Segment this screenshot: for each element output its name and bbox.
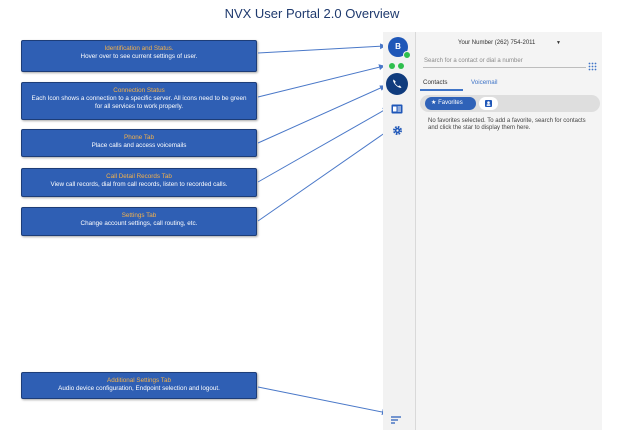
search-underline: [423, 67, 586, 68]
callout-desc: Change account settings, call routing, e…: [80, 220, 198, 227]
portal-main-panel: [416, 32, 602, 430]
active-tab-indicator: [420, 89, 463, 91]
phone-tab[interactable]: [386, 73, 408, 95]
arrow-cdr: [257, 107, 389, 183]
call-records-tab[interactable]: [391, 101, 403, 119]
arrow-phone: [257, 85, 386, 144]
search-input[interactable]: Search for a contact or dial a number: [424, 58, 523, 64]
contact-card-icon: [485, 100, 492, 107]
portal-sidebar: [383, 32, 416, 430]
favorites-label: Favorites: [438, 100, 463, 106]
arrow-connection: [257, 64, 385, 98]
callout-phone-tab: Phone Tab Place calls and access voicema…: [21, 129, 257, 157]
tab-voicemail[interactable]: Voicemail: [471, 79, 498, 86]
menu-icon: [391, 416, 401, 424]
callout-title: Additional Settings Tab: [107, 377, 171, 384]
phone-icon: [393, 79, 402, 88]
callout-desc: Each Icon shows a connection to a specif…: [31, 95, 247, 110]
callout-identification: Identification and Status. Hover over to…: [21, 40, 257, 72]
callout-cdr-tab: Call Detail Records Tab View call record…: [21, 168, 257, 197]
status-dot: [403, 51, 411, 59]
page-title: NVX User Portal 2.0 Overview: [224, 6, 400, 21]
callout-additional-settings: Additional Settings Tab Audio device con…: [21, 372, 257, 399]
callout-title: Settings Tab: [121, 212, 157, 219]
callout-title: Call Detail Records Tab: [106, 173, 172, 180]
gear-icon: [392, 125, 403, 136]
arrow-settings: [257, 129, 390, 222]
callout-connection-status: Connection Status Each Icon shows a conn…: [21, 82, 257, 120]
arrow-additional: [257, 386, 388, 415]
additional-settings-tab[interactable]: [391, 411, 402, 429]
callout-settings-tab: Settings Tab Change account settings, ca…: [21, 207, 257, 236]
callout-desc: Hover over to see current settings of us…: [80, 53, 198, 60]
your-number[interactable]: Your Number (262) 754-2011: [458, 40, 536, 46]
connection-status-icon[interactable]: [398, 63, 404, 69]
tab-contacts[interactable]: Contacts: [423, 79, 448, 86]
star-icon: ★: [431, 100, 437, 106]
callout-title: Identification and Status.: [104, 45, 174, 52]
callout-desc: Place calls and access voicemails: [91, 142, 187, 149]
favorites-button[interactable]: ★ Favorites: [425, 97, 476, 110]
dialpad-icon[interactable]: [588, 58, 597, 76]
callout-title: Phone Tab: [124, 134, 154, 141]
callout-desc: Audio device configuration, Endpoint sel…: [58, 385, 220, 392]
callout-desc: View call records, dial from call record…: [50, 181, 228, 188]
settings-tab[interactable]: [392, 123, 403, 141]
no-favorites-message: No favorites selected. To add a favorite…: [428, 118, 586, 131]
callout-title: Connection Status: [113, 87, 165, 94]
contacts-filter-button[interactable]: [479, 97, 498, 110]
chevron-down-icon[interactable]: ▼: [556, 40, 561, 46]
call-records-icon: [391, 104, 403, 114]
arrow-identification: [257, 43, 386, 54]
connection-status-icon[interactable]: [389, 63, 395, 69]
